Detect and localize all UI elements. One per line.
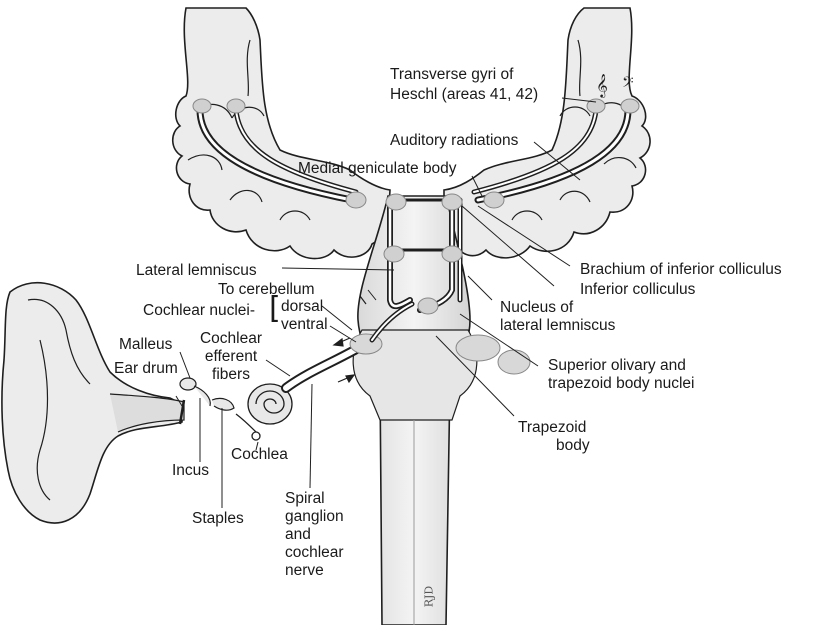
label-transverse-gyri-2: Heschl (areas 41, 42) — [390, 86, 539, 103]
label-spiral-5: nerve — [285, 562, 324, 579]
synapse-nodes — [192, 98, 640, 315]
bass-clef-icon: 𝄢 — [622, 74, 634, 95]
treble-clef-icon: 𝄞 — [596, 73, 608, 98]
auditory-pathway-lines — [196, 106, 632, 343]
label-malleus: Malleus — [119, 336, 173, 353]
label-medial-geniculate-body: Medial geniculate body — [298, 160, 457, 177]
artist-signature: RJD — [422, 585, 436, 608]
label-cochlea: Cochlea — [231, 446, 288, 463]
label-nucleus-lateral-lemniscus-2: lateral lemniscus — [500, 317, 616, 334]
label-dorsal: dorsal — [281, 298, 324, 315]
ear-canal — [109, 393, 185, 433]
label-spiral-2: ganglion — [285, 508, 344, 525]
label-cochlear-efferent-3: fibers — [212, 366, 250, 383]
label-trapezoid-1: Trapezoid — [518, 419, 587, 436]
label-superior-olivary-1: Superior olivary and — [548, 357, 686, 374]
label-cochlear-nuclei: Cochlear nuclei- — [143, 302, 255, 319]
label-trapezoid-2: body — [556, 437, 590, 454]
label-inferior-colliculus: Inferior colliculus — [580, 281, 696, 298]
label-spiral-4: cochlear — [285, 544, 344, 561]
label-cochlear-efferent-1: Cochlear — [199, 330, 263, 347]
label-transverse-gyri-1: Transverse gyri of — [390, 66, 514, 83]
label-ventral: ventral — [281, 316, 328, 333]
label-lateral-lemniscus: Lateral lemniscus — [136, 262, 257, 279]
pinna-fold — [27, 298, 91, 501]
label-spiral-3: and — [285, 526, 311, 543]
label-staples: Staples — [192, 510, 244, 527]
cochlea-spiral — [235, 383, 293, 441]
label-spiral-1: Spiral — [285, 490, 325, 507]
label-incus: Incus — [172, 462, 210, 479]
label-brachium-inferior-colliculus: Brachium of inferior colliculus — [580, 261, 782, 278]
direction-arrows — [332, 295, 367, 384]
pinna — [1, 282, 183, 524]
superior-olive-oval — [455, 334, 501, 362]
label-superior-olivary-2: trapezoid body nuclei — [548, 375, 695, 392]
ossicles — [179, 377, 235, 411]
leader-lines — [175, 97, 597, 508]
label-auditory-radiations: Auditory radiations — [390, 132, 519, 149]
label-nucleus-lateral-lemniscus-1: Nucleus of — [500, 299, 574, 316]
trapezoid-oval — [497, 349, 531, 375]
cochlear-nuclei-bracket: [ — [269, 291, 281, 326]
label-to-cerebellum: To cerebellum — [218, 281, 315, 298]
ear-drum-membrane — [178, 399, 186, 425]
label-ear-drum: Ear drum — [114, 360, 178, 377]
label-cochlear-efferent-2: efferent — [204, 348, 258, 365]
